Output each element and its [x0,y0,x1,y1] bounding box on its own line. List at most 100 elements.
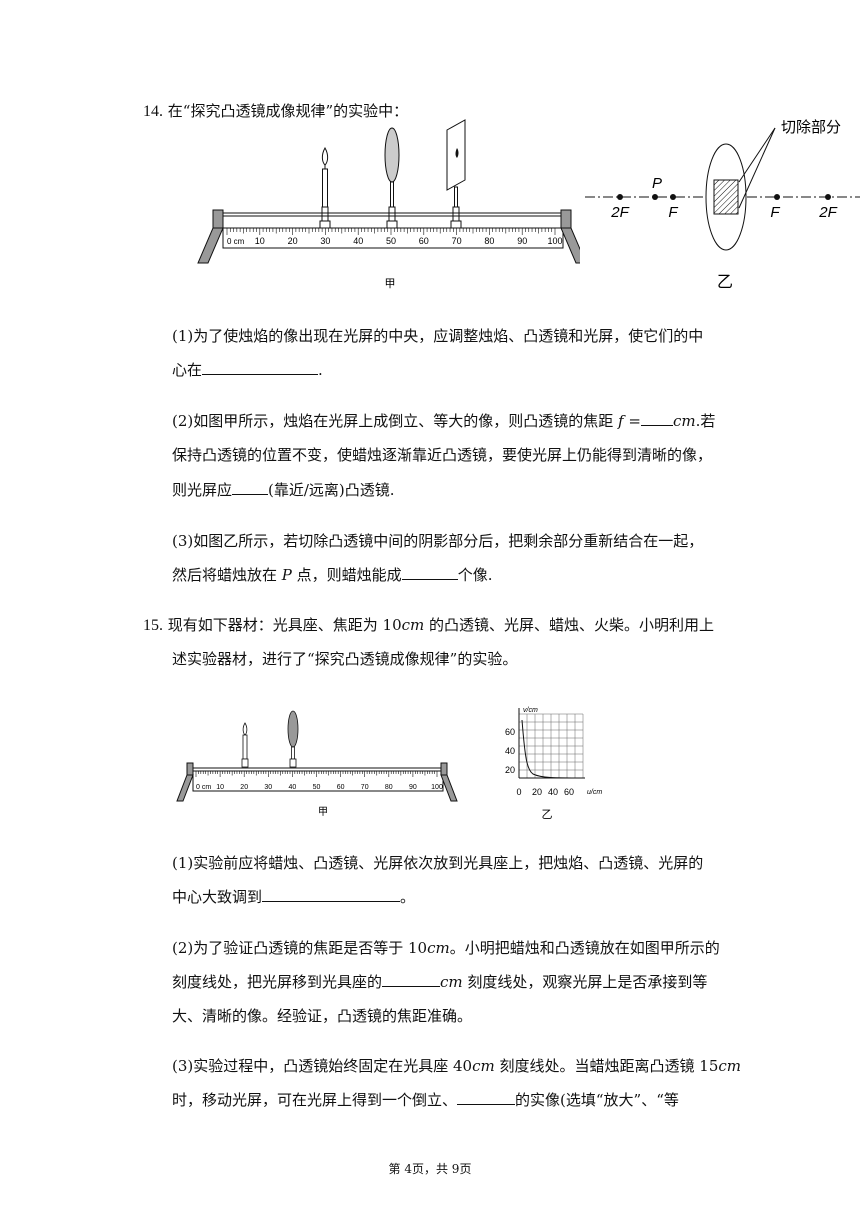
q15-ruler-tick-label: 70 [361,784,369,791]
q14-part3-end: 个像. [457,566,493,584]
q14-ruler-tick-label: 20 [288,236,298,246]
q15-part2-text-a: (2)为了验证凸透镜的焦距是否等于 10 [172,939,428,957]
q14-part2-eq: = [623,412,641,430]
q15-fig-yi-caption: 乙 [542,808,553,821]
q14-part2-line3: 则光屏应 (靠近/远离)凸透镜. [172,479,395,501]
q14-part2-focal-blank[interactable] [640,411,673,426]
q15-x-tick-40: 40 [548,787,558,797]
q15-part3-line2-end: 的实像(选填“放大”、“等 [515,1091,679,1109]
q15-optical-bench-figure: 0 cm 10 20 30 40 50 60 70 80 90 100 甲 [176,710,458,818]
q15-text-b: 的凸透镜、光屏、蜡烛、火柴。小明利用上 [424,616,715,634]
q14-part2-line3-options: (靠近/远离)凸透镜. [268,481,395,499]
q14-part1-line1: (1)为了使烛焰的像出现在光屏的中央，应调整烛焰、凸透镜和光屏，使它们的中 [172,327,704,345]
q14-part3-line2: 然后将蜡烛放在 P 点，则蜡烛能成 个像. [172,564,492,586]
q14-label-2f-right: 2F [818,204,837,221]
q15-line1: 15. 现有如下器材：光具座、焦距为 10cm 的凸透镜、光屏、蜡烛、火柴。小明… [143,614,714,637]
q15-part1-line2: 中心大致调到 。 [172,886,415,908]
q14-ruler-tick-label: 90 [517,236,527,246]
q14-ruler-tick-label: 100 [547,236,562,246]
q14-cut-label: 切除部分 [781,119,841,136]
q15-part2-line1: (2)为了验证凸透镜的焦距是否等于 10cm。小明把蜡烛和凸透镜放在如图甲所示的 [172,937,720,959]
q15-y-tick-40: 40 [505,746,515,756]
page-footer: 第 4页，共 9页 [388,1162,472,1176]
q14-scale-unit: 0 cm [227,237,245,246]
q15-part3-image-blank[interactable] [457,1090,516,1105]
q14-ruler-tick-label: 60 [419,236,429,246]
q15-ruler-tick-label: 20 [240,784,248,791]
q14-screen [446,119,466,230]
q15-ruler-tick-label: 90 [409,784,417,791]
q14-number: 14. [143,103,163,120]
q15-x-axis-label: u/cm [587,789,602,796]
q14-label-2f-left: 2F [610,204,629,221]
q14-fig-yi-caption: 乙 [717,274,733,291]
q15-part2-position-blank[interactable] [382,972,441,987]
q14-lens [384,127,400,230]
q15-y-tick-60: 60 [505,727,515,737]
q14-fig-jia-caption: 甲 [385,278,396,290]
q14-part3-text-b: 点，则蜡烛能成 [296,566,402,584]
q14-label-f-right: F [770,204,780,221]
q15-scale-unit: 0 cm [196,784,211,791]
q15-ruler-tick-label: 30 [264,784,272,791]
q15-line2: 述实验器材，进行了“探究凸透镜成像规律”的实验。 [172,650,518,668]
q15-x-tick-0: 0 [516,787,521,797]
q15-lens [287,710,299,768]
q15-part1-end: 。 [400,888,416,906]
q15-part2-line3: 大、清晰的像。经验证，凸透镜的焦距准确。 [172,1007,473,1025]
q14-part3-text: 然后将蜡烛放在 [172,566,278,584]
q15-ruler-tick-label: 100 [431,784,443,791]
q14-part3-p: P [281,566,292,584]
q14-part3-line1: (3)如图乙所示，若切除凸透镜中间的阴影部分后，把剩余部分重新结合在一起， [172,532,704,550]
q14-ruler-tick-label: 70 [452,236,462,246]
q14-ruler-tick-label: 80 [484,236,494,246]
q15-y-tick-20: 20 [505,765,515,775]
q15-part3-text-b: 刻度线处。当蜡烛距离凸透镜 15 [494,1057,719,1075]
q14-part2-line1: (2)如图甲所示，烛焰在光屏上成倒立、等大的像，则凸透镜的焦距 f =cm.若 [172,410,715,432]
q15-text-a: 现有如下器材：光具座、焦距为 10 [167,616,402,634]
q14-part2-line2: 保持凸透镜的位置不变，使蜡烛逐渐靠近凸透镜，要使光屏上仍能得到清晰的像， [172,446,713,464]
q15-part3-line2-text: 时，移动光屏，可在光屏上得到一个倒立、 [172,1091,458,1109]
q14-cut-region [713,179,739,215]
q14-label-f-left: F [668,204,678,221]
q14-ruler-tick-label: 30 [320,236,330,246]
q14-part1-line2: 心在. [172,359,323,381]
q14-part2-line3-text: 则光屏应 [172,481,233,499]
q15-uv-curve [521,719,584,779]
q14-candle [319,146,331,230]
q14-part2-text-b: .若 [695,412,716,430]
q14-lens-cut-figure: 切除部分 2F P F F 2F 乙 [585,119,860,291]
q15-part3-unit-b: cm [718,1057,741,1075]
q15-ruler-tick-label: 40 [289,784,297,791]
q14-ruler-tick-label: 10 [255,236,265,246]
q15-candle [241,722,249,768]
q15-part3-line1: (3)实验过程中，凸透镜始终固定在光具座 40cm 刻度线处。当蜡烛距离凸透镜 … [172,1055,741,1077]
q15-part1-blank[interactable] [262,887,401,902]
q14-part1-end: . [318,361,323,379]
q15-unit: cm [401,616,425,634]
q15-ruler-tick-label: 10 [216,784,224,791]
q15-x-tick-20: 20 [532,787,542,797]
q15-ruler-tick-label: 60 [337,784,345,791]
q14-part2-text: (2)如图甲所示，烛焰在光屏上成倒立、等大的像，则凸透镜的焦距 [172,412,614,430]
q15-ruler-tick-label: 80 [385,784,393,791]
q14-part2-f: f [618,412,624,430]
q15-ruler-tick-label: 50 [313,784,321,791]
q14-part2-direction-blank[interactable] [232,480,269,495]
q14-ruler-tick-label: 50 [386,236,396,246]
q15-x-tick-60: 60 [564,787,574,797]
q14-part1-blank[interactable] [202,360,319,375]
q15-part3-unit-a: cm [472,1057,495,1075]
q14-heading: 14. 在“探究凸透镜成像规律”的实验中： [143,100,408,123]
q14-label-p: P [652,175,662,192]
q15-part3-line2: 时，移动光屏，可在光屏上得到一个倒立、 的实像(选填“放大”、“等 [172,1089,679,1111]
q14-part3-count-blank[interactable] [401,565,458,580]
q15-fig-jia-caption: 甲 [318,807,328,818]
q15-part2-line2-end: 刻度线处，观察光屏上是否承接到等 [462,973,708,991]
q15-part2-text-b: 。小明把蜡烛和凸透镜放在如图甲所示的 [449,939,720,957]
q15-part1-line1: (1)实验前应将蜡烛、凸透镜、光屏依次放到光具座上，把烛焰、凸透镜、光屏的 [172,854,704,872]
q15-part1-text: 中心大致调到 [172,888,263,906]
q15-part3-text-a: (3)实验过程中，凸透镜始终固定在光具座 40 [172,1057,473,1075]
